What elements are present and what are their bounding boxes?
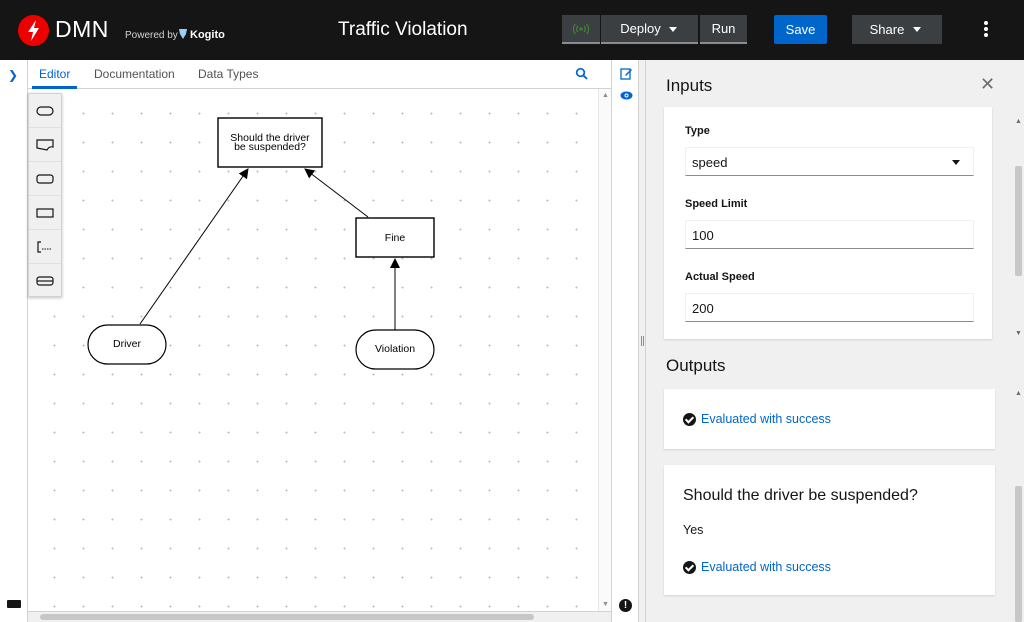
scrollbar-thumb[interactable] — [1015, 486, 1022, 622]
edit-properties-icon[interactable] — [620, 67, 633, 80]
evaluation-status-text: Evaluated with success — [701, 560, 831, 574]
panel-splitter[interactable] — [638, 60, 646, 622]
information-requirement-edge[interactable] — [139, 168, 249, 325]
dmn-logo-icon — [18, 15, 49, 46]
canvas-horizontal-scrollbar[interactable] — [28, 611, 611, 622]
decision-node-label-line2: be suspended? — [234, 141, 306, 153]
scroll-down-icon[interactable]: ▼ — [1015, 330, 1022, 337]
input-data-node-driver[interactable]: Driver — [87, 324, 167, 365]
search-icon[interactable] — [575, 67, 589, 81]
check-circle-icon — [683, 560, 696, 574]
deploy-dropdown-button[interactable]: Deploy — [601, 15, 698, 44]
tab-data-types[interactable]: Data Types — [198, 67, 259, 81]
information-requirement-edge[interactable] — [304, 168, 369, 218]
keyboard-shortcuts-icon[interactable] — [7, 600, 21, 608]
decision-node-should-suspend[interactable]: Should the driver be suspended? — [217, 117, 323, 168]
type-select-value: speed — [692, 155, 728, 170]
file-title[interactable]: Traffic Violation — [338, 19, 468, 40]
scroll-up-icon[interactable]: ▲ — [1015, 118, 1022, 125]
inputs-form: Type speed Speed Limit 100 Actual Speed … — [664, 107, 992, 339]
kogito-icon — [179, 29, 187, 39]
knowledge-source-node-tool[interactable] — [29, 162, 61, 196]
deploy-label: Deploy — [620, 21, 661, 36]
canvas-vertical-scrollbar[interactable]: ▲ ▼ — [598, 89, 611, 611]
tab-documentation[interactable]: Documentation — [94, 67, 175, 81]
run-drawer: Inputs ✕ Type speed Speed Limit 100 Actu… — [646, 60, 1024, 622]
input-data-node-tool[interactable] — [29, 128, 61, 162]
signal-icon — [573, 23, 589, 34]
close-icon[interactable]: ✕ — [980, 74, 996, 94]
knowledge-source-node-tool-icon — [36, 173, 54, 184]
kogito-label: Kogito — [190, 29, 225, 41]
violation-node-label: Violation — [375, 343, 415, 355]
dmn-diagram: Should the driver be suspended? Fine Dri… — [87, 117, 435, 370]
masthead: DMN Powered by Kogito Traffic Violation … — [0, 0, 1024, 60]
drawer-scrollbar[interactable]: ▲ ▼ ▲ — [1013, 118, 1024, 622]
speed-limit-input[interactable]: 100 — [685, 220, 974, 249]
output-card-status: Evaluated with success — [664, 389, 995, 449]
speed-limit-label: Speed Limit — [685, 198, 748, 210]
brand-name: DMN — [55, 16, 109, 42]
scroll-up-icon[interactable]: ▲ — [1015, 390, 1022, 397]
chevron-down-icon — [913, 27, 921, 32]
fine-node-label: Fine — [385, 232, 406, 244]
decision-node-tool[interactable] — [29, 94, 61, 128]
type-select[interactable]: speed — [685, 147, 974, 176]
outputs-title: Outputs — [666, 356, 726, 375]
editor-tabs: Editor Documentation Data Types — [28, 60, 611, 89]
decision-service-node-tool-icon — [36, 276, 54, 286]
navigator-rail: ❯ — [0, 60, 28, 622]
bkm-node-tool[interactable] — [29, 196, 61, 230]
dev-deployment-status-button[interactable] — [562, 15, 600, 44]
evaluation-status-text: Evaluated with success — [701, 412, 831, 426]
chevron-right-icon[interactable]: ❯ — [8, 68, 19, 82]
annotation-node-tool[interactable] — [29, 230, 61, 264]
check-circle-icon — [683, 412, 696, 426]
scrollbar-thumb[interactable] — [40, 614, 534, 620]
bkm-node-tool-icon — [36, 207, 54, 218]
run-label: Run — [711, 21, 736, 36]
tab-editor[interactable]: Editor — [39, 67, 71, 81]
chevron-down-icon — [952, 160, 960, 165]
decision-node-label-line1: Should the driver — [230, 132, 310, 144]
kebab-menu-icon[interactable] — [983, 21, 989, 39]
scroll-up-icon[interactable]: ▲ — [602, 92, 609, 99]
node-palette — [28, 93, 62, 297]
inputs-title: Inputs — [666, 76, 713, 95]
splitter-grip-icon[interactable] — [641, 336, 644, 346]
notifications-icon[interactable]: ! — [619, 599, 632, 612]
save-label: Save — [785, 22, 816, 37]
dmn-editor: Editor Documentation Data Types Should t… — [28, 60, 611, 622]
output-card-decision: Should the driver be suspended? Yes Eval… — [664, 465, 995, 595]
powered-by-label: Powered by — [125, 30, 178, 41]
driver-node-label: Driver — [113, 338, 142, 350]
property-panel-strip: ! — [611, 60, 638, 622]
annotation-node-tool-icon — [37, 240, 52, 253]
decision-result-title: Should the driver be suspended? — [683, 487, 918, 504]
chevron-down-icon — [669, 27, 677, 32]
share-label: Share — [869, 22, 905, 37]
scroll-down-icon[interactable]: ▼ — [602, 601, 609, 608]
run-button[interactable]: Run — [700, 15, 747, 44]
type-label: Type — [685, 125, 710, 137]
input-data-node-violation[interactable]: Violation — [355, 329, 435, 370]
evaluation-status: Evaluated with success — [683, 412, 831, 426]
actual-speed-label: Actual Speed — [685, 271, 755, 283]
scrollbar-thumb[interactable] — [1015, 166, 1022, 276]
decision-result-value: Yes — [683, 523, 704, 537]
input-data-node-tool-icon — [36, 138, 54, 151]
actual-speed-input[interactable]: 200 — [685, 293, 974, 322]
decision-service-node-tool[interactable] — [29, 264, 61, 298]
preview-eye-icon[interactable] — [620, 89, 633, 102]
share-dropdown-button[interactable]: Share — [852, 15, 942, 44]
active-tab-indicator — [32, 86, 77, 89]
decision-node-fine[interactable]: Fine — [355, 217, 435, 258]
evaluation-status: Evaluated with success — [683, 560, 831, 574]
save-button[interactable]: Save — [774, 15, 827, 44]
decision-node-tool-icon — [36, 105, 54, 116]
